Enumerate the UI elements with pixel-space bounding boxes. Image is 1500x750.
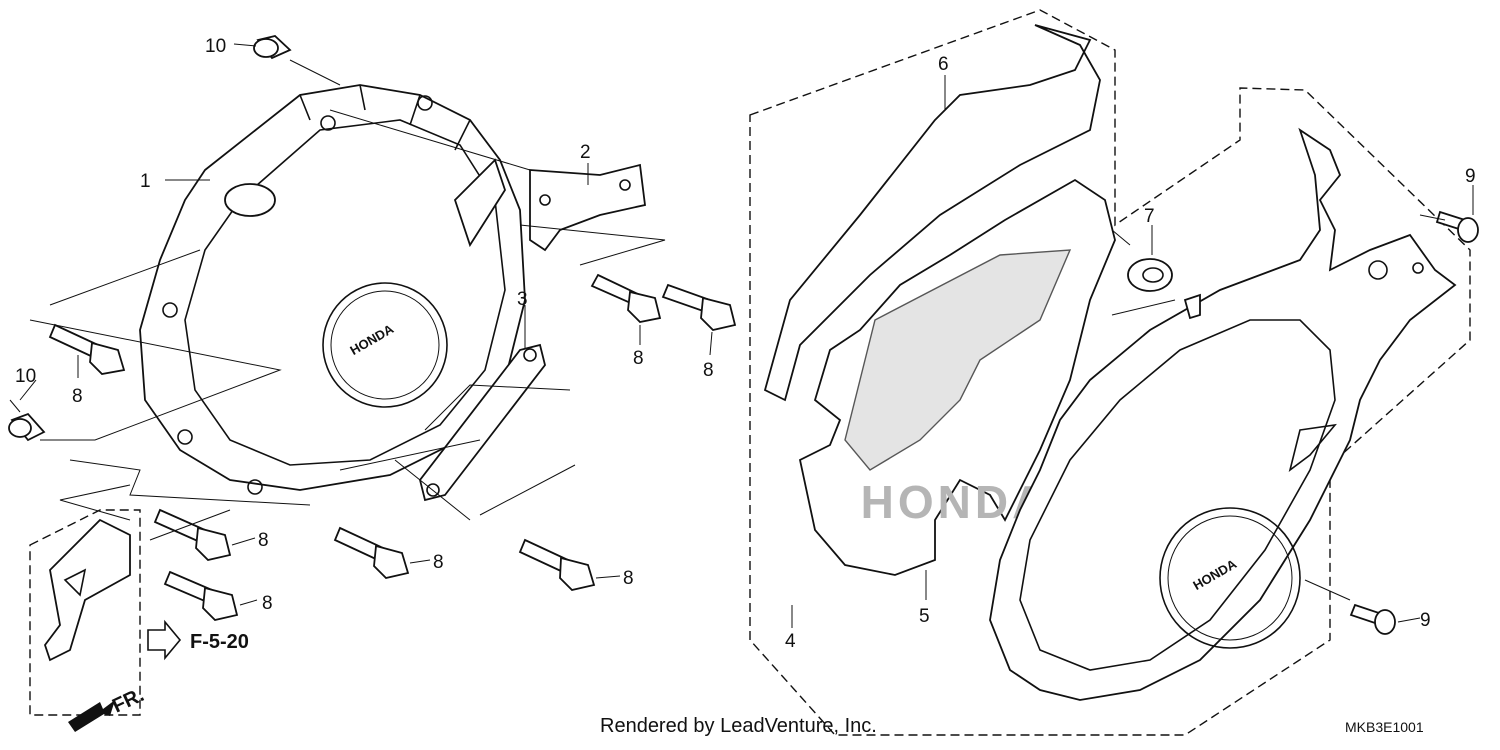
leader-lines bbox=[9, 43, 1474, 628]
callout-9-top: 9 bbox=[1465, 166, 1476, 187]
credit-text: Rendered by LeadVenture, Inc. bbox=[600, 715, 877, 737]
generator-cover[interactable]: HONDA bbox=[139, 84, 526, 495]
callout-5: 5 bbox=[919, 606, 930, 627]
bolt-8-b[interactable] bbox=[661, 283, 737, 331]
callout-2: 2 bbox=[580, 142, 591, 163]
bolt-8-d[interactable] bbox=[153, 508, 232, 561]
inset-detail bbox=[29, 509, 141, 716]
callout-8-a: 8 bbox=[633, 348, 644, 369]
collar-left[interactable] bbox=[8, 412, 46, 442]
outer-cover[interactable]: HONDA bbox=[989, 127, 1457, 701]
svg-text:HONDA: HONDA bbox=[861, 476, 1050, 528]
guide-lines-right bbox=[1111, 214, 1446, 601]
honda-watermark: HONDA bbox=[861, 476, 1050, 528]
heat-shield-6[interactable] bbox=[763, 24, 1101, 402]
callout-1: 1 bbox=[140, 171, 151, 192]
bolt-8-e[interactable] bbox=[163, 570, 239, 621]
callout-10-left: 10 bbox=[15, 366, 36, 387]
reference-arrow[interactable]: F-5-20 bbox=[147, 619, 249, 661]
diagram-code: MKB3E1001 bbox=[1345, 719, 1424, 735]
grommet-7[interactable] bbox=[1127, 258, 1173, 292]
collar-top[interactable] bbox=[253, 35, 292, 60]
reference-label: F-5-20 bbox=[190, 631, 249, 653]
front-label: FR. bbox=[109, 684, 147, 718]
callout-8-c: 8 bbox=[72, 386, 83, 407]
callout-8-e: 8 bbox=[262, 593, 273, 614]
cover-plate-5[interactable]: HONDA bbox=[798, 178, 1116, 576]
group-outline-4 bbox=[749, 9, 1471, 736]
callout-4: 4 bbox=[785, 631, 796, 652]
callout-8-g: 8 bbox=[623, 568, 634, 589]
bolt-8-f[interactable] bbox=[333, 526, 410, 579]
callout-labels: 1 10 10 8 2 3 8 8 8 8 8 8 6 7 9 9 5 4 bbox=[15, 36, 1476, 652]
callout-6: 6 bbox=[938, 54, 949, 75]
callout-7: 7 bbox=[1144, 206, 1155, 227]
guide-lines-left bbox=[29, 59, 666, 541]
front-arrow: FR. bbox=[68, 684, 148, 732]
callout-8-b: 8 bbox=[703, 360, 714, 381]
callout-10-top: 10 bbox=[205, 36, 226, 57]
callout-9-bottom: 9 bbox=[1420, 610, 1431, 631]
screw-9-bottom[interactable] bbox=[1349, 603, 1396, 635]
callout-8-f: 8 bbox=[433, 552, 444, 573]
callout-3: 3 bbox=[517, 289, 528, 310]
callout-8-d: 8 bbox=[258, 530, 269, 551]
bolt-8-c[interactable] bbox=[48, 323, 126, 375]
screw-9-top[interactable] bbox=[1435, 210, 1479, 243]
bolt-8-a[interactable] bbox=[590, 273, 662, 323]
bolt-8-g[interactable] bbox=[518, 538, 596, 591]
